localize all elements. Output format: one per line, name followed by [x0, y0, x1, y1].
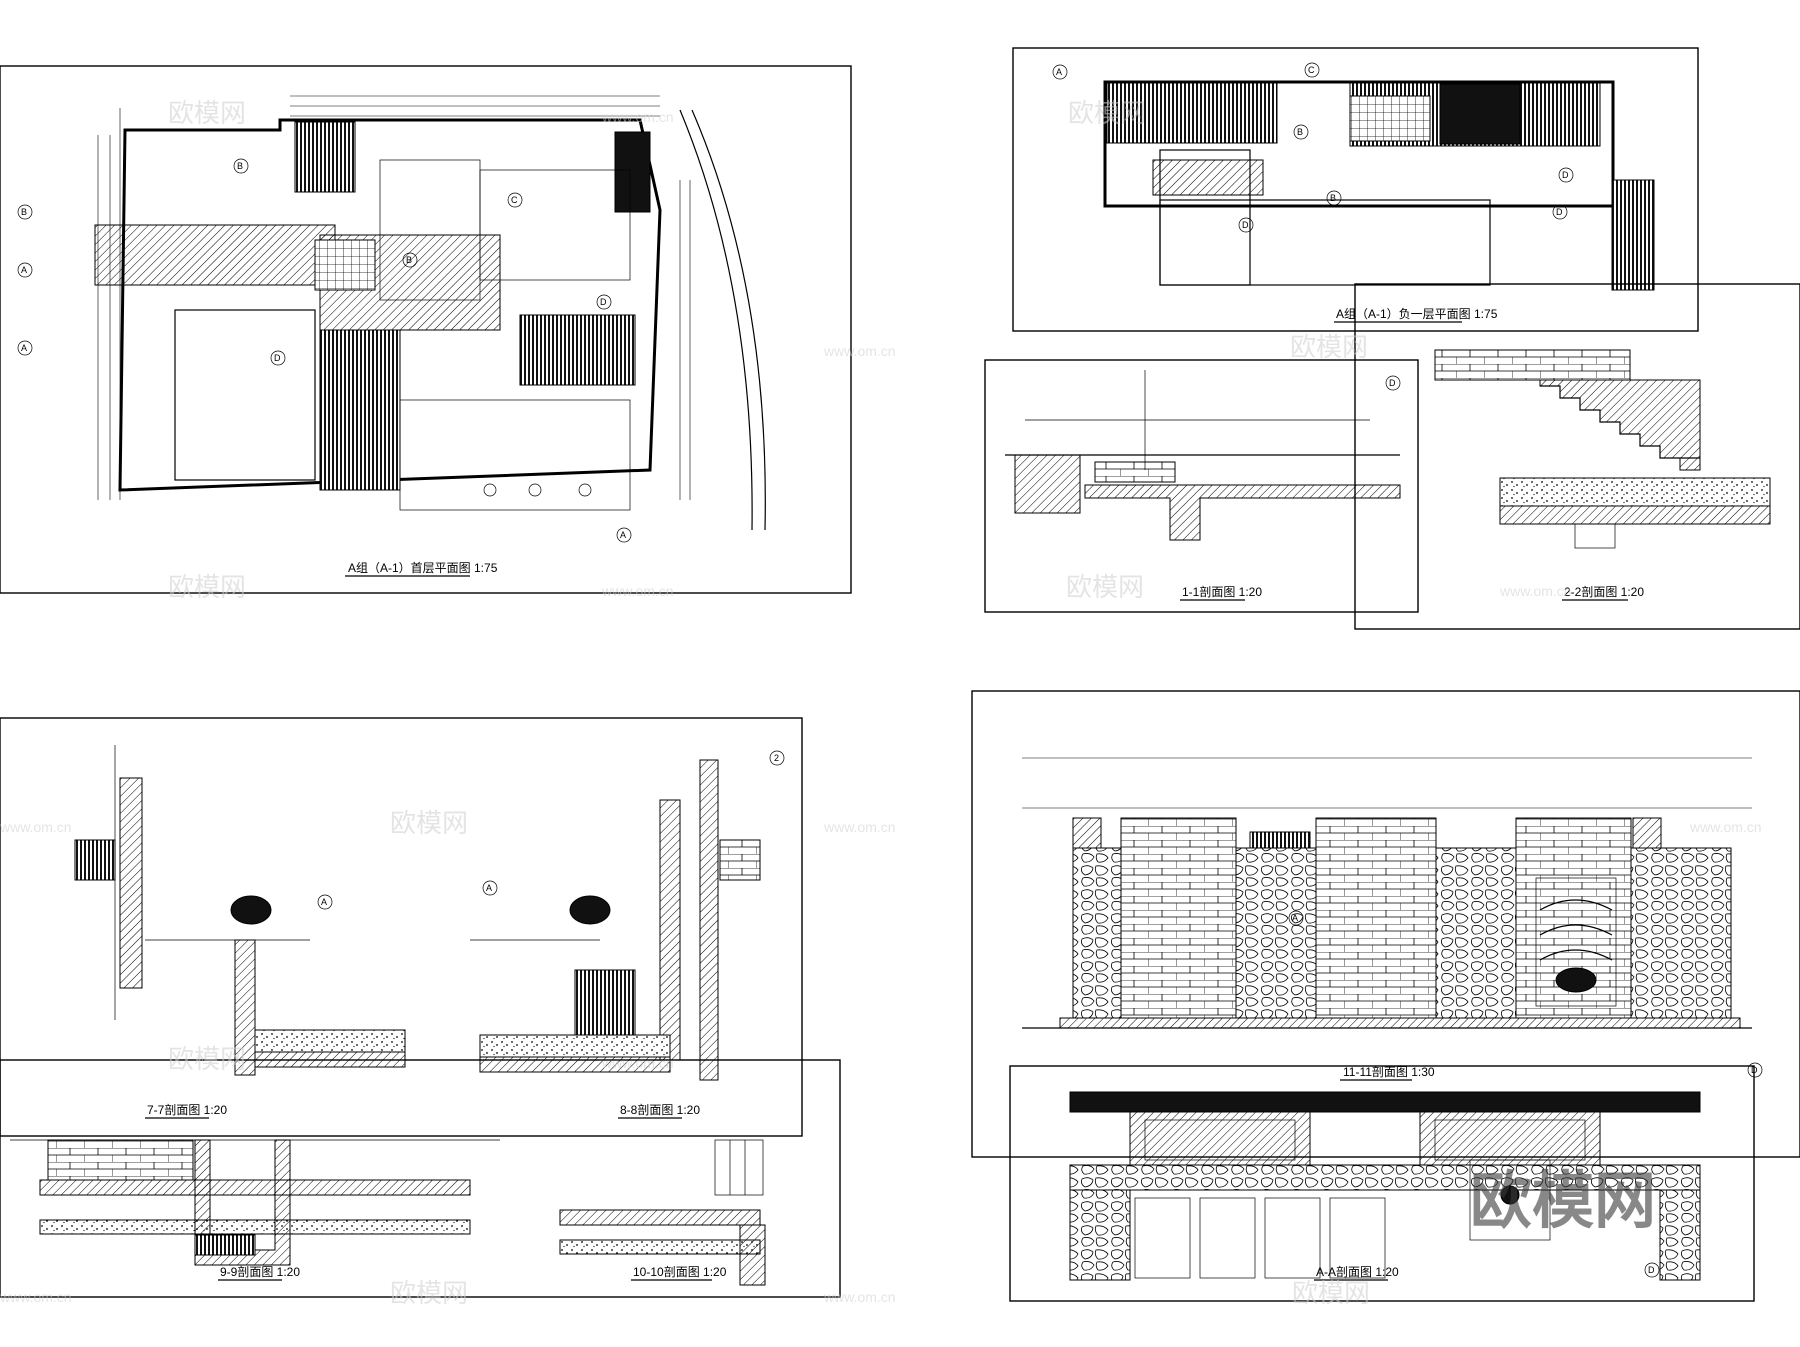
- svg-text:B: B: [1297, 127, 1303, 137]
- svg-text:欧模网: 欧模网: [1068, 98, 1146, 128]
- panel-b1-plan: A C B D D B D A组（A-1）负一层平面图 1:75: [1012, 47, 1699, 332]
- svg-text:A: A: [21, 343, 27, 353]
- svg-text:欧模网: 欧模网: [1066, 572, 1144, 602]
- plan-stair-upper: [294, 121, 356, 193]
- svg-text:C: C: [1308, 65, 1315, 75]
- title-section-11-11: 11-11剖面图 1:30: [1343, 1065, 1435, 1079]
- b1-stair: [1106, 82, 1278, 144]
- svg-text:B: B: [237, 161, 243, 171]
- svg-text:欧模网: 欧模网: [390, 808, 468, 838]
- svg-text:B: B: [406, 255, 412, 265]
- svg-text:www.om.cn: www.om.cn: [1689, 819, 1762, 835]
- svg-text:D: D: [1562, 170, 1569, 180]
- panel-section-2-2: D 2-2剖面图 1:20: [1354, 283, 1800, 630]
- b1-markers: A C B D D B D: [1052, 62, 1574, 233]
- svg-text:B: B: [21, 207, 27, 217]
- plan-curved-edge: [679, 109, 753, 531]
- b1-outer-wall: [1103, 80, 1615, 208]
- panel-section-11-11: A 11-11剖面图 1:30: [971, 690, 1800, 1158]
- aa-top-slab: [1069, 1091, 1701, 1113]
- svg-text:www.om.cn: www.om.cn: [823, 343, 896, 359]
- plan-deck-center: [319, 329, 401, 491]
- svg-text:D: D: [1242, 220, 1249, 230]
- svg-text:D: D: [1389, 378, 1396, 388]
- svg-text:欧模网: 欧模网: [168, 572, 246, 602]
- sec22-paving: [1434, 349, 1631, 381]
- svg-text:A: A: [21, 265, 27, 275]
- elev-stone-left: [1072, 847, 1122, 1019]
- plan-main-room: [174, 309, 316, 481]
- aa-stone-band: [1069, 1164, 1701, 1191]
- panel-section-1-1: 1-1剖面图 1:20: [984, 359, 1419, 613]
- title-section-7-7: 7-7剖面图 1:20: [147, 1103, 227, 1117]
- svg-text:A: A: [1056, 67, 1062, 77]
- plan-dimension-lines: [97, 95, 691, 500]
- svg-text:D: D: [600, 297, 607, 307]
- svg-text:www.om.cn: www.om.cn: [0, 1289, 72, 1305]
- plan-walkway: [94, 224, 336, 286]
- title-b1-plan: A组（A-1）负一层平面图 1:75: [1336, 307, 1498, 321]
- elev-brick-wall-1: [1120, 817, 1237, 1019]
- svg-text:A: A: [620, 530, 626, 540]
- brand-watermark-large: 欧模网: [1470, 1167, 1656, 1236]
- svg-text:A: A: [321, 897, 327, 907]
- svg-text:欧模网: 欧模网: [168, 98, 246, 128]
- title-ground-floor-plan: A组（A-1）首层平面图 1:75: [348, 561, 498, 575]
- svg-text:www.om.cn: www.om.cn: [601, 109, 674, 125]
- svg-text:C: C: [511, 195, 518, 205]
- title-section-9-9: 9-9剖面图 1:20: [220, 1265, 300, 1279]
- svg-text:B: B: [1330, 193, 1336, 203]
- sec77-wall: [119, 777, 143, 989]
- svg-text:A: A: [1292, 913, 1298, 923]
- panel-section-A-A: D D A-A剖面图 1:20: [1009, 1062, 1763, 1302]
- svg-text:2: 2: [774, 753, 779, 763]
- svg-text:A: A: [486, 883, 492, 893]
- watermarks: 欧模网 欧模网 欧模网 欧模网 欧模网 欧模网 欧模网 欧模网 欧模网 www.…: [0, 98, 1762, 1308]
- elev-brick-wall-2: [1315, 817, 1437, 1019]
- svg-text:D: D: [1751, 1065, 1758, 1075]
- panel-ground-floor-plan: B B A A C B D D A A组（A-1）首层平面图 1:75: [0, 65, 852, 594]
- panel-section-7-8: 2 A A 7-7剖面图 1:20 8-8剖面图 1:20: [0, 717, 803, 1137]
- svg-text:www.om.cn: www.om.cn: [601, 583, 674, 599]
- title-section-2-2: 2-2剖面图 1:20: [1564, 585, 1644, 599]
- svg-text:D: D: [1556, 207, 1563, 217]
- sec99-brick-course: [47, 1139, 194, 1181]
- svg-text:www.om.cn: www.om.cn: [823, 1289, 896, 1305]
- svg-text:www.om.cn: www.om.cn: [1499, 583, 1572, 599]
- title-section-8-8: 8-8剖面图 1:20: [620, 1103, 700, 1117]
- sec22-stair-mass: [1510, 379, 1701, 471]
- sec11-curb: [1014, 454, 1081, 514]
- svg-text:欧模网: 欧模网: [1292, 1278, 1370, 1308]
- svg-text:欧模网: 欧模网: [1290, 332, 1368, 362]
- elev-feature-panel: [1535, 877, 1617, 1007]
- title-section-A-A: A-A剖面图 1:20: [1316, 1265, 1399, 1279]
- svg-text:www.om.cn: www.om.cn: [601, 1055, 674, 1071]
- svg-text:D: D: [274, 353, 281, 363]
- title-section-10-10: 10-10剖面图 1:20: [633, 1265, 727, 1279]
- plan-deck-east: [519, 314, 636, 386]
- panel-section-9-10: 9-9剖面图 1:20 10-10剖面图 1:20: [0, 1059, 841, 1298]
- svg-text:www.om.cn: www.om.cn: [0, 819, 72, 835]
- sec1010-railing: [714, 1139, 764, 1196]
- svg-text:欧模网: 欧模网: [168, 1044, 246, 1074]
- svg-text:D: D: [1648, 1265, 1655, 1275]
- title-section-1-1: 1-1剖面图 1:20: [1182, 585, 1262, 599]
- plan-ground-markers: B B A A C B D D A: [17, 158, 632, 543]
- svg-text:欧模网: 欧模网: [390, 1278, 468, 1308]
- b1-ramp: [1611, 179, 1655, 291]
- svg-text:www.om.cn: www.om.cn: [823, 819, 896, 835]
